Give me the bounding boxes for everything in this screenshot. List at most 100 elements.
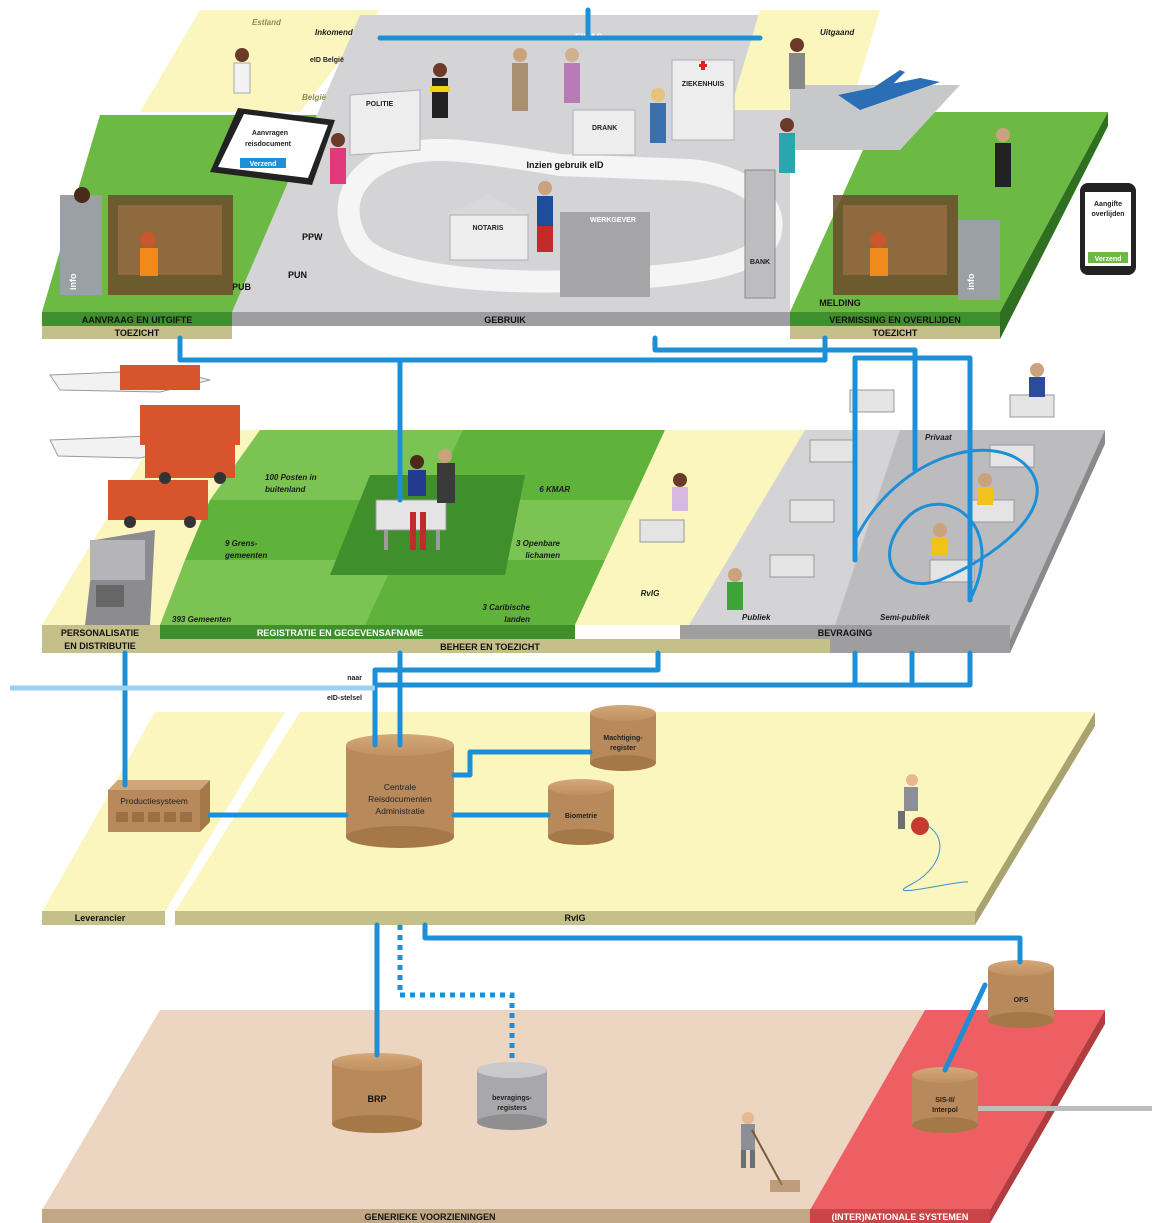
- building-ziekenhuis: ZIEKENHUIS: [671, 59, 735, 141]
- airport-area: [790, 85, 960, 150]
- grid-tile: [160, 560, 395, 625]
- band-generieke: [42, 1209, 810, 1223]
- band-edge-bevraging: [1010, 430, 1105, 653]
- band-leverancier: [42, 911, 165, 925]
- machtigingregister-database[interactable]: Machtiging- register: [590, 705, 656, 771]
- info-right-label: info: [966, 273, 976, 290]
- band-label-registratie: REGISTRATIE EN GEGEVENSAFNAME: [257, 628, 423, 638]
- biometrie-database[interactable]: Biometrie: [548, 779, 614, 845]
- posten-label-2: buitenland: [265, 485, 307, 494]
- semi-publiek-label: Semi-publiek: [880, 613, 930, 622]
- machtiging-label-1: Machtiging-: [603, 735, 643, 742]
- band-melding: [790, 312, 1000, 326]
- band-label-leverancier: Leverancier: [75, 913, 126, 923]
- sis-interpol-database[interactable]: SIS-II/ Interpol: [912, 1067, 978, 1133]
- layer-registratie: PERSONALISATIE EN DISTRIBUTIE REGISTRATI…: [42, 363, 1105, 653]
- band-label-internationaal: (INTER)NATIONALE SYSTEMEN: [832, 1212, 969, 1222]
- external-link-line: [978, 1106, 1152, 1111]
- pipe-to-privaat: [652, 335, 918, 473]
- band-label-personalisatie-2: EN DISTRIBUTIE: [64, 641, 136, 651]
- biometrie-label: Biometrie: [565, 813, 597, 820]
- pipe-cra-bevragings: [397, 925, 515, 1062]
- machtiging-label-2: register: [610, 745, 636, 752]
- drank-label: DRANK: [592, 125, 617, 132]
- pipe-beheer-cra: [372, 650, 661, 748]
- building-politie: POLITIE: [349, 89, 421, 156]
- openbare-label-2: lichamen: [525, 551, 560, 560]
- pipe-ops-sis: [942, 982, 988, 1073]
- phone-verzend-button[interactable]: [1088, 252, 1128, 263]
- brp-database[interactable]: BRP: [332, 1053, 422, 1133]
- kmar-label: 6 KMAR: [539, 485, 570, 494]
- band-label-aanvraag: AANVRAAG EN UITGIFTE: [82, 315, 193, 325]
- band-registratie: [160, 625, 575, 639]
- notaris-label: NOTARIS: [473, 225, 504, 232]
- layer-rvig: Leverancier RvIG Productiesysteem Centra…: [42, 675, 1095, 925]
- band-label-personalisatie-1: PERSONALISATIE: [61, 628, 139, 638]
- road-loop: [337, 138, 783, 293]
- sis-label-2: Interpol: [932, 1107, 958, 1114]
- layer-generieke-voorzieningen: GENERIEKE VOORZIENINGEN (INTER)NATIONALE…: [42, 960, 1152, 1223]
- band-toezicht-right: [790, 326, 1000, 339]
- building-drank: DRANK: [572, 109, 636, 156]
- tablet-aanvraag[interactable]: Aanvragen reisdocument Verzend: [210, 108, 335, 185]
- band-personalisatie: [42, 625, 160, 653]
- cra-label-2: Reisdocumenten: [368, 794, 432, 804]
- tablet-text-1: Aanvragen: [252, 130, 288, 137]
- cra-database[interactable]: Centrale Reisdocumenten Administratie: [346, 734, 454, 848]
- layer-gebruik: AANVRAAG EN UITGIFTE TOEZICHT GEBRUIK ME…: [42, 10, 1136, 339]
- band-label-toezicht-right: TOEZICHT: [873, 328, 918, 338]
- uitgaand-label: Uitgaand: [820, 28, 855, 37]
- people-crowd: [233, 38, 1011, 252]
- pipe-tangle: [853, 448, 1039, 602]
- band-label-generieke: GENERIEKE VOORZIENINGEN: [364, 1212, 495, 1222]
- inkomend-label: Inkomend: [315, 28, 354, 37]
- band-edge-melding: [1000, 112, 1108, 339]
- productiesysteem-box[interactable]: Productiesysteem: [108, 780, 210, 832]
- band-label-beheer: BEHEER EN TOEZICHT: [440, 642, 540, 652]
- band-label-melding-1: MELDING: [819, 298, 861, 308]
- tablet-text-2: reisdocument: [245, 141, 292, 148]
- cra-label-3: Administratie: [375, 806, 424, 816]
- openbare-label-1: 3 Openbare: [516, 539, 561, 548]
- band-label-bevraging: BEVRAGING: [818, 628, 873, 638]
- airplane-icon: [838, 70, 940, 110]
- band-beheer: [160, 639, 830, 653]
- band-label-rvig: RvIG: [564, 913, 585, 923]
- band-edge-rvig: [975, 712, 1095, 925]
- sis-label-1: SIS-II/: [935, 1097, 955, 1104]
- band-internationaal: [810, 1209, 990, 1223]
- bevragings-label-2: registers: [497, 1105, 527, 1112]
- phone-text-1: Aangifte: [1094, 201, 1122, 208]
- band-aanvraag: [42, 312, 232, 326]
- bevragingsregisters-database[interactable]: bevragings- registers: [477, 1062, 547, 1130]
- ops-database[interactable]: OPS: [988, 960, 1054, 1028]
- pun-label: PUN: [288, 270, 307, 280]
- tablet-verzend-button[interactable]: [240, 158, 286, 168]
- ppw-label: PPW: [302, 232, 323, 242]
- band-rvig: [175, 911, 975, 925]
- phone-text-2: overlijden: [1091, 211, 1124, 218]
- transport-vehicles: [49, 365, 240, 528]
- eid-belgie-label: eID België: [310, 57, 344, 64]
- bevragings-label-1: bevragings-: [492, 1095, 532, 1102]
- office-right: info: [833, 195, 1000, 300]
- band-edge: [990, 1010, 1105, 1223]
- connection-pipes: [10, 7, 1039, 1073]
- grid-tile: [365, 560, 605, 625]
- building-bank: BANK: [744, 169, 776, 299]
- grens-label-1: 9 Grens-: [225, 539, 258, 548]
- gemeenten-label: 393 Gemeenten: [172, 615, 231, 624]
- caribische-label-2: landen: [504, 615, 530, 624]
- band-label-toezicht-left: TOEZICHT: [115, 328, 160, 338]
- pipe-cra-machtiging: [451, 749, 593, 778]
- belgie-label: België: [302, 93, 327, 102]
- phone-aangifte[interactable]: Aangifte overlijden Verzend: [1080, 183, 1136, 275]
- ziekenhuis-label: ZIEKENHUIS: [682, 81, 725, 88]
- privaat-label: Privaat: [925, 433, 952, 442]
- office-left: info: [60, 187, 233, 295]
- rvig-desk-label: RvIG: [641, 589, 660, 598]
- caribische-label-1: 3 Caribische: [482, 603, 530, 612]
- eid-stelsel-label: eID-stelsel: [327, 695, 362, 702]
